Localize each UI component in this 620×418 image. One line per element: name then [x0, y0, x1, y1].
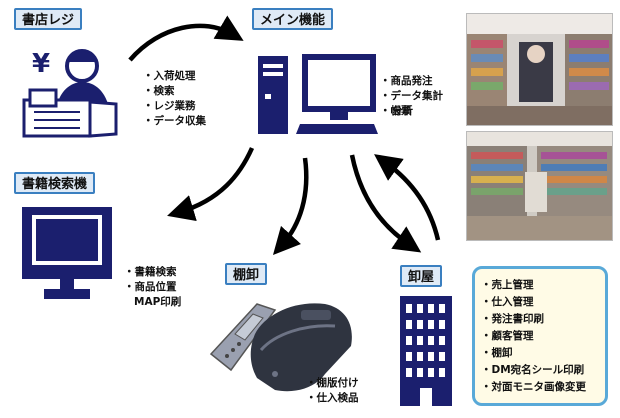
list-item-continuation: 分析	[392, 105, 413, 117]
desktop-pc-icon	[258, 54, 378, 134]
cashier-icon: ¥	[22, 49, 118, 138]
list-item: 顧客管理	[481, 328, 599, 345]
oroshiya-feature-box: 売上管理 仕入管理 発注書印刷 顧客管理 棚卸 DM宛名シール印刷 対面モニタ画…	[472, 266, 608, 406]
label-shoten-reji: 書店レジ	[14, 8, 83, 30]
arrow-reji-to-main	[128, 15, 244, 62]
arrow-main-to-tanaoroshi	[272, 157, 309, 256]
arrow-main-to-oroshiya	[349, 154, 422, 253]
list-item: 検索	[143, 84, 206, 99]
list-item: 棚卸	[481, 345, 599, 362]
label-shoseki-kensakuki: 書籍検索機	[14, 172, 96, 194]
building-icon	[400, 296, 452, 406]
list-item: データ収集	[143, 114, 207, 129]
reji-feature-list: 入荷処理 検索 レジ業務 データ収集	[143, 69, 207, 129]
label-main-kinou: メイン機能	[252, 8, 334, 30]
list-item: 書籍検索	[124, 265, 177, 280]
list-item: 商品発注	[380, 74, 443, 89]
store-photo-top	[466, 13, 613, 126]
list-item: 売上管理	[481, 277, 599, 294]
handheld-terminal-icon	[209, 303, 352, 392]
arrow-main-to-kensakuki	[167, 147, 255, 222]
list-item: 発注書印刷	[481, 311, 599, 328]
list-item: 棚版付け	[306, 376, 359, 391]
list-item: データ集計	[380, 89, 444, 104]
list-item: 入荷処理	[143, 69, 206, 84]
label-oroshiya: 卸屋	[400, 265, 443, 287]
tanaoroshi-feature-list: 棚版付け 仕入検品	[306, 376, 359, 406]
list-item: DM宛名シール印刷	[481, 362, 599, 379]
arrow-oroshiya-to-main	[374, 154, 441, 241]
list-item: 仕入検品	[306, 391, 359, 406]
kensakuki-feature-list: 書籍検索 商品位置	[124, 265, 177, 295]
oroshiya-feature-list: 売上管理 仕入管理 発注書印刷 顧客管理 棚卸 DM宛名シール印刷 対面モニタ画…	[481, 277, 599, 396]
list-item: 帳票	[380, 104, 443, 119]
main-feature-list: 商品発注 データ集計 帳票	[380, 74, 444, 119]
store-photo-bottom	[466, 131, 613, 241]
search-terminal-monitor-icon	[22, 207, 112, 299]
list-item: レジ業務	[143, 99, 206, 114]
list-item: 商品位置	[124, 280, 177, 295]
yen-icon: ¥	[32, 49, 50, 79]
list-item-continuation: MAP印刷	[134, 296, 182, 308]
label-tanaoroshi: 棚卸	[225, 263, 268, 285]
list-item: 対面モニタ画像変更	[481, 379, 599, 396]
list-item: 仕入管理	[481, 294, 599, 311]
